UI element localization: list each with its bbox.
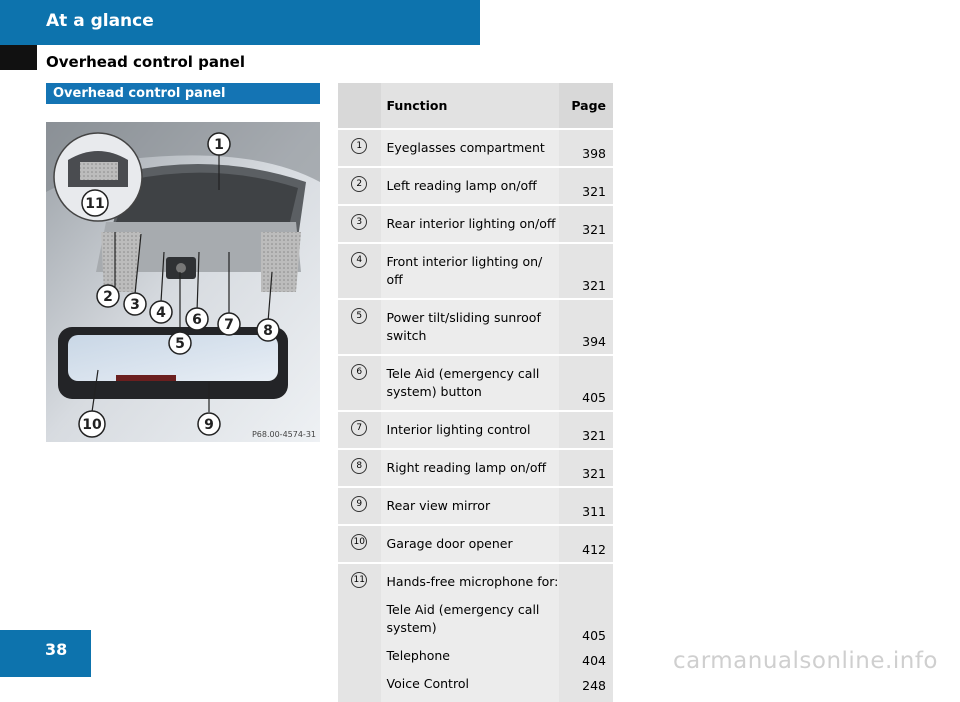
page-cell: 321 [558,410,613,448]
callout-8: 8 [256,318,280,342]
item-number: 6 [351,364,368,380]
page-voice-control: 248 [582,678,606,693]
section-title: At a glance [46,11,154,31]
sub-function-tele-aid: Tele Aid (emergency call system) [386,602,540,635]
svg-text:4: 4 [156,305,166,321]
sub-function-voice-control: Voice Control [386,676,469,691]
function-cell: Garage door opener [380,524,559,562]
item-number: 1 [351,138,368,154]
callout-7: 7 [217,312,241,336]
page-cell: 321 [558,204,613,242]
svg-text:2: 2 [103,289,113,305]
svg-text:11: 11 [85,196,104,212]
item-number: 9 [351,496,368,512]
page-cell: 398 [558,128,613,166]
callout-2: 2 [96,284,120,308]
function-cell: Tele Aid (emergency call system) button [380,354,559,410]
page-telephone: 404 [582,653,606,668]
item-number: 11 [351,572,368,588]
page-cell: 405 404 248 [558,562,613,702]
item-number: 2 [351,176,368,192]
item-number: 5 [351,308,368,324]
callout-10: 10 [78,410,106,438]
item-number: 7 [351,420,368,436]
callout-3: 3 [123,292,147,316]
page-cell: 321 [558,448,613,486]
item-number: 3 [351,214,368,230]
page-cell: 311 [558,486,613,524]
callout-5: 5 [168,331,192,355]
svg-text:6: 6 [192,312,202,328]
header-bar [0,0,480,45]
page-title: Overhead control panel [46,53,245,71]
callout-1: 1 [207,132,231,156]
svg-text:10: 10 [82,417,102,433]
page-cell: 405 [558,354,613,410]
column-header-function: Function [380,83,559,128]
table-header-row: Function Page [338,83,613,128]
function-text: Hands-free microphone for: [386,574,559,589]
sub-function-telephone: Telephone [386,648,450,663]
overhead-panel-illustration: 1 11 2 3 4 5 6 7 8 9 10 P68.00-4574-31 [46,122,320,442]
header-tab-marker [0,45,37,70]
function-cell: Hands-free microphone for: Tele Aid (eme… [380,562,559,702]
function-cell: Right reading lamp on/off [380,448,559,486]
page-cell: 321 [558,166,613,204]
function-cell: Front interior lighting on/ off [380,242,559,298]
svg-text:9: 9 [204,417,214,433]
callout-4: 4 [149,300,173,324]
svg-text:8: 8 [263,323,273,339]
svg-text:3: 3 [130,297,140,313]
figure-heading: Overhead control panel [46,83,320,104]
footer-bar [0,630,91,677]
figure-code: P68.00-4574-31 [252,430,316,439]
svg-text:1: 1 [214,137,224,153]
function-cell: Rear interior lighting on/off [380,204,559,242]
function-cell: Rear view mirror [380,486,559,524]
page-cell: 394 [558,298,613,354]
item-number: 10 [351,534,368,550]
function-cell: Eyeglasses compartment [380,128,559,166]
table-row: 6 Tele Aid (emergency call system) button… [338,354,613,410]
callout-11: 11 [81,189,109,217]
function-cell: Power tilt/sliding sunroof switch [380,298,559,354]
function-cell: Interior lighting control [380,410,559,448]
function-cell: Left reading lamp on/off [380,166,559,204]
page-tele-aid: 405 [582,628,606,643]
item-number: 8 [351,458,368,474]
item-number: 4 [351,252,368,268]
page-cell: 321 [558,242,613,298]
table-row-microphone: 11 Hands-free microphone for: Tele Aid (… [338,562,613,702]
svg-text:7: 7 [224,317,234,333]
callout-6: 6 [185,307,209,331]
column-header-page: Page [558,83,613,128]
page-cell: 412 [558,524,613,562]
watermark: carmanualsonline.info [672,648,938,674]
page-number: 38 [45,640,68,659]
callout-9: 9 [197,412,221,436]
svg-text:5: 5 [175,336,185,352]
